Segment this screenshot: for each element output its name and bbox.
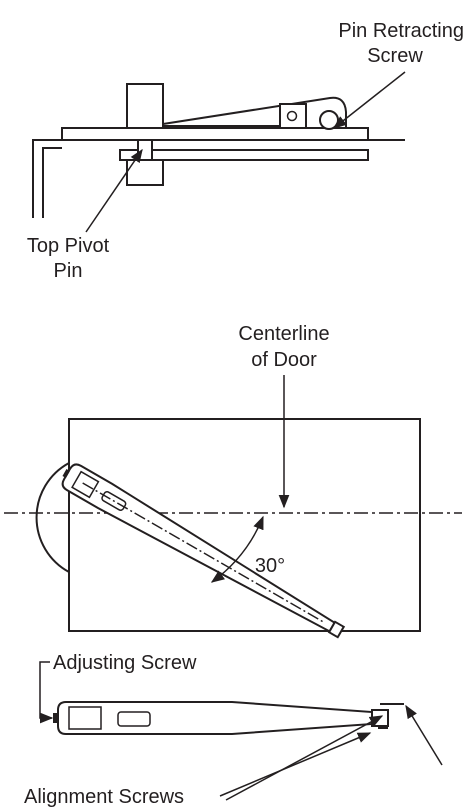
pin-retracting-screw-leader bbox=[332, 71, 406, 129]
closer-arm-detail bbox=[53, 701, 404, 735]
top-pivot-pin bbox=[137, 139, 153, 161]
alignment-screws-leader-1 bbox=[219, 732, 372, 797]
centerline-label: Centerline bbox=[238, 323, 329, 345]
pivot-block-upper bbox=[126, 83, 164, 129]
arm-tip bbox=[327, 620, 346, 639]
adjusting-screw-label: Adjusting Screw bbox=[53, 652, 197, 674]
hinge-arm bbox=[162, 96, 347, 128]
door-frame-inner bbox=[42, 147, 62, 218]
top-pivot-pin-leader bbox=[85, 148, 143, 233]
detail-arm-tip bbox=[371, 709, 389, 727]
top-pivot-pin-label-2: Pin bbox=[54, 260, 83, 282]
pin-retracting-screw-label: Pin Retracting bbox=[338, 20, 464, 42]
angle-arc bbox=[210, 515, 264, 583]
adjusting-screw-leader bbox=[39, 661, 54, 724]
alignment-screws-leader-2 bbox=[225, 715, 384, 801]
pin-retracting-screw-label-2: Screw bbox=[367, 45, 423, 67]
hinge-lower-bar bbox=[119, 149, 369, 161]
closer-arm-rotated bbox=[61, 463, 346, 639]
door-outline bbox=[68, 418, 421, 632]
angle-label: 30° bbox=[255, 555, 285, 577]
arm-window-square bbox=[71, 470, 100, 499]
hinge-top-view bbox=[32, 83, 405, 218]
detail-window-square bbox=[68, 706, 102, 730]
alignment-screws-leader-3 bbox=[405, 704, 443, 766]
door-swing-arc bbox=[35, 462, 70, 573]
arm-end-screw bbox=[62, 469, 70, 478]
arm-body-outline bbox=[61, 463, 336, 633]
top-pivot-pin-label: Top Pivot bbox=[27, 235, 110, 257]
door-plan-view bbox=[4, 418, 462, 639]
centerline-label-2: of Door bbox=[251, 349, 317, 371]
alignment-screws-label: Alignment Screws bbox=[24, 786, 184, 808]
detail-arm-outline bbox=[57, 701, 373, 735]
detail-window-slot bbox=[117, 711, 151, 727]
detail-adjusting-screw bbox=[53, 713, 58, 723]
arm-axis-line bbox=[82, 482, 324, 623]
arm-bracket-hole bbox=[286, 110, 298, 122]
arm-bracket bbox=[279, 103, 307, 129]
hinge-plate bbox=[61, 127, 369, 141]
